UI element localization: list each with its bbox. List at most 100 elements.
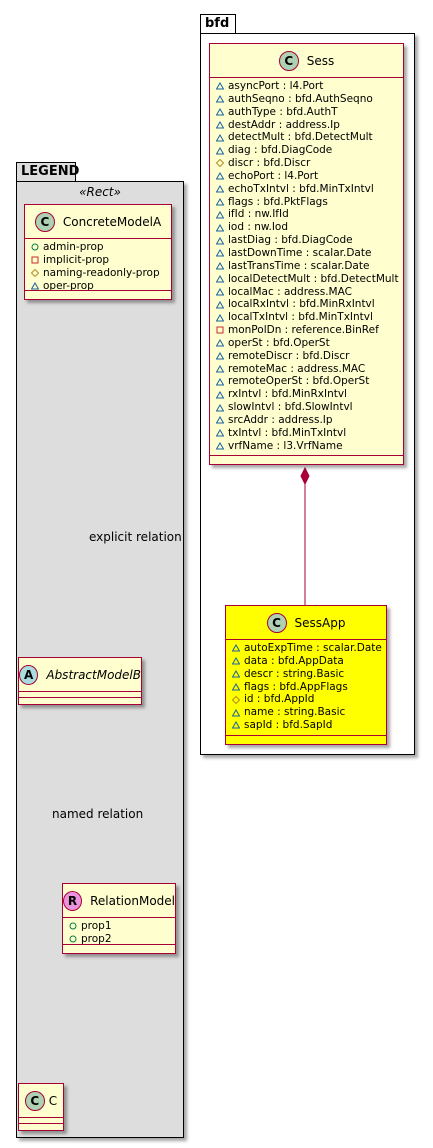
- attribute-text: prop1: [81, 920, 112, 932]
- attribute-row: prop1: [69, 920, 175, 933]
- attribute-text: authType : bfd.AuthT: [228, 105, 338, 118]
- attribute-text: lastDiag : bfd.DiagCode: [228, 234, 353, 247]
- package-visibility-icon: [216, 249, 224, 257]
- attribute-text: localMac : address.MAC: [228, 285, 352, 298]
- legend-stereotype: «Rect»: [79, 185, 121, 199]
- attribute-row: sapId : bfd.SapId: [232, 719, 386, 732]
- package-visibility-icon: [216, 352, 224, 360]
- attribute-row: localTxIntvl : bfd.MinTxIntvl: [216, 311, 403, 324]
- public-visibility-icon: [31, 243, 39, 251]
- named-relation-label: named relation: [52, 807, 144, 821]
- attribute-row: diag : bfd.DiagCode: [216, 144, 403, 157]
- package-visibility-icon: [216, 262, 224, 270]
- attribute-row: destAddr : address.Ip: [216, 119, 403, 132]
- class-abstract-model-b[interactable]: A AbstractModelB: [18, 657, 142, 705]
- package-visibility-icon: [216, 223, 224, 232]
- class-c[interactable]: C C: [18, 1083, 64, 1131]
- package-visibility-icon: [216, 82, 224, 90]
- attribute-text: echoTxIntvl : bfd.MinTxIntvl: [228, 182, 374, 195]
- attribute-text: remoteMac : address.MAC: [228, 362, 366, 375]
- attribute-row: monPolDn : reference.BinRef: [216, 324, 403, 337]
- attribute-text: authSeqno : bfd.AuthSeqno: [228, 92, 373, 105]
- package-visibility-icon: [216, 364, 224, 373]
- attribute-text: prop2: [81, 932, 112, 945]
- class-name: RelationModel: [90, 893, 175, 908]
- package-visibility-icon: [232, 644, 240, 652]
- package-visibility-icon: [216, 275, 224, 283]
- attribute-text: txIntvl : bfd.MinTxIntvl: [228, 426, 347, 439]
- attribute-row: remoteDiscr : bfd.Discr: [216, 350, 403, 363]
- attribute-row: echoTxIntvl : bfd.MinTxIntvl: [216, 183, 403, 196]
- package-visibility-icon: [216, 210, 224, 219]
- class-name: ConcreteModelA: [62, 214, 162, 229]
- package-visibility-icon: [216, 339, 224, 347]
- class-badge-icon: C: [278, 50, 299, 71]
- attribute-row: localRxIntvl : bfd.MinRxIntvl: [216, 298, 403, 311]
- attribute-text: localDetectMult : bfd.DetectMult: [228, 272, 399, 285]
- abstract-badge-icon: A: [19, 664, 39, 685]
- protected-visibility-icon: [232, 695, 240, 704]
- attribute-row: srcAddr : address.Ip: [216, 414, 403, 427]
- attribute-row: name : string.Basic: [232, 706, 386, 719]
- package-visibility-icon: [216, 133, 224, 142]
- package-visibility-icon: [216, 172, 224, 180]
- attribute-text: slowIntvl : bfd.SlowIntvl: [228, 401, 353, 414]
- attribute-text: id : bfd.AppId: [244, 693, 315, 706]
- attribute-row: detectMult : bfd.DetectMult: [216, 131, 403, 144]
- attribute-row: rxIntvl : bfd.MinRxIntvl: [216, 388, 403, 401]
- attribute-text: destAddr : address.Ip: [228, 118, 340, 131]
- attribute-row: iod : nw.Iod: [216, 221, 403, 234]
- package-visibility-icon: [232, 721, 240, 729]
- attribute-row: lastDownTime : scalar.Date: [216, 247, 403, 260]
- attribute-row: implicit-prop: [31, 254, 171, 267]
- package-visibility-icon: [216, 442, 224, 450]
- attribute-row: echoPort : l4.Port: [216, 170, 403, 183]
- attribute-row: data : bfd.AppData: [232, 655, 386, 668]
- attribute-text: srcAddr : address.Ip: [228, 413, 333, 426]
- attribute-text: echoPort : l4.Port: [228, 169, 319, 182]
- attribute-row: discr : bfd.Discr: [216, 157, 403, 170]
- package-visibility-icon: [232, 657, 240, 665]
- package-visibility-icon: [216, 95, 224, 103]
- bfd-package-tab: bfd: [200, 14, 236, 34]
- attribute-row: slowIntvl : bfd.SlowIntvl: [216, 401, 403, 414]
- protected-visibility-icon: [216, 159, 224, 168]
- class-badge-icon: C: [24, 1090, 45, 1111]
- attribute-row: asyncPort : l4.Port: [216, 80, 403, 93]
- attribute-text: localTxIntvl : bfd.MinTxIntvl: [228, 311, 373, 324]
- package-visibility-icon: [216, 390, 224, 399]
- attribute-row: txIntvl : bfd.MinTxIntvl: [216, 427, 403, 440]
- attribute-row: lastDiag : bfd.DiagCode: [216, 234, 403, 247]
- attribute-row: localMac : address.MAC: [216, 286, 403, 299]
- attribute-text: flags : bfd.PktFlags: [228, 195, 328, 208]
- attribute-row: flags : bfd.PktFlags: [216, 196, 403, 209]
- attribute-text: descr : string.Basic: [244, 667, 345, 680]
- private-visibility-icon: [216, 326, 224, 334]
- public-visibility-icon: [69, 922, 77, 930]
- attribute-row: prop2: [69, 933, 175, 946]
- attribute-row: operSt : bfd.OperSt: [216, 337, 403, 350]
- class-name: AbstractModelB: [46, 667, 141, 682]
- package-visibility-icon: [216, 287, 224, 296]
- package-visibility-icon: [232, 670, 240, 678]
- attribute-row: autoExpTime : scalar.Date: [232, 642, 386, 655]
- package-visibility-icon: [216, 429, 224, 437]
- explicit-relation-label: explicit relation: [89, 530, 182, 544]
- package-visibility-icon: [216, 108, 224, 116]
- attribute-text: operSt : bfd.OperSt: [228, 336, 330, 349]
- attribute-text: rxIntvl : bfd.MinRxIntvl: [228, 388, 347, 401]
- composition-diamond-icon: [300, 466, 310, 486]
- attribute-row: flags : bfd.AppFlags: [232, 681, 386, 694]
- attribute-row: ifId : nw.IfId: [216, 208, 403, 221]
- attribute-text: monPolDn : reference.BinRef: [228, 324, 379, 337]
- attribute-row: naming-readonly-prop: [31, 267, 171, 280]
- package-visibility-icon: [31, 281, 39, 290]
- package-visibility-icon: [216, 416, 224, 424]
- attribute-row: authType : bfd.AuthT: [216, 106, 403, 119]
- attribute-text: admin-prop: [43, 241, 104, 253]
